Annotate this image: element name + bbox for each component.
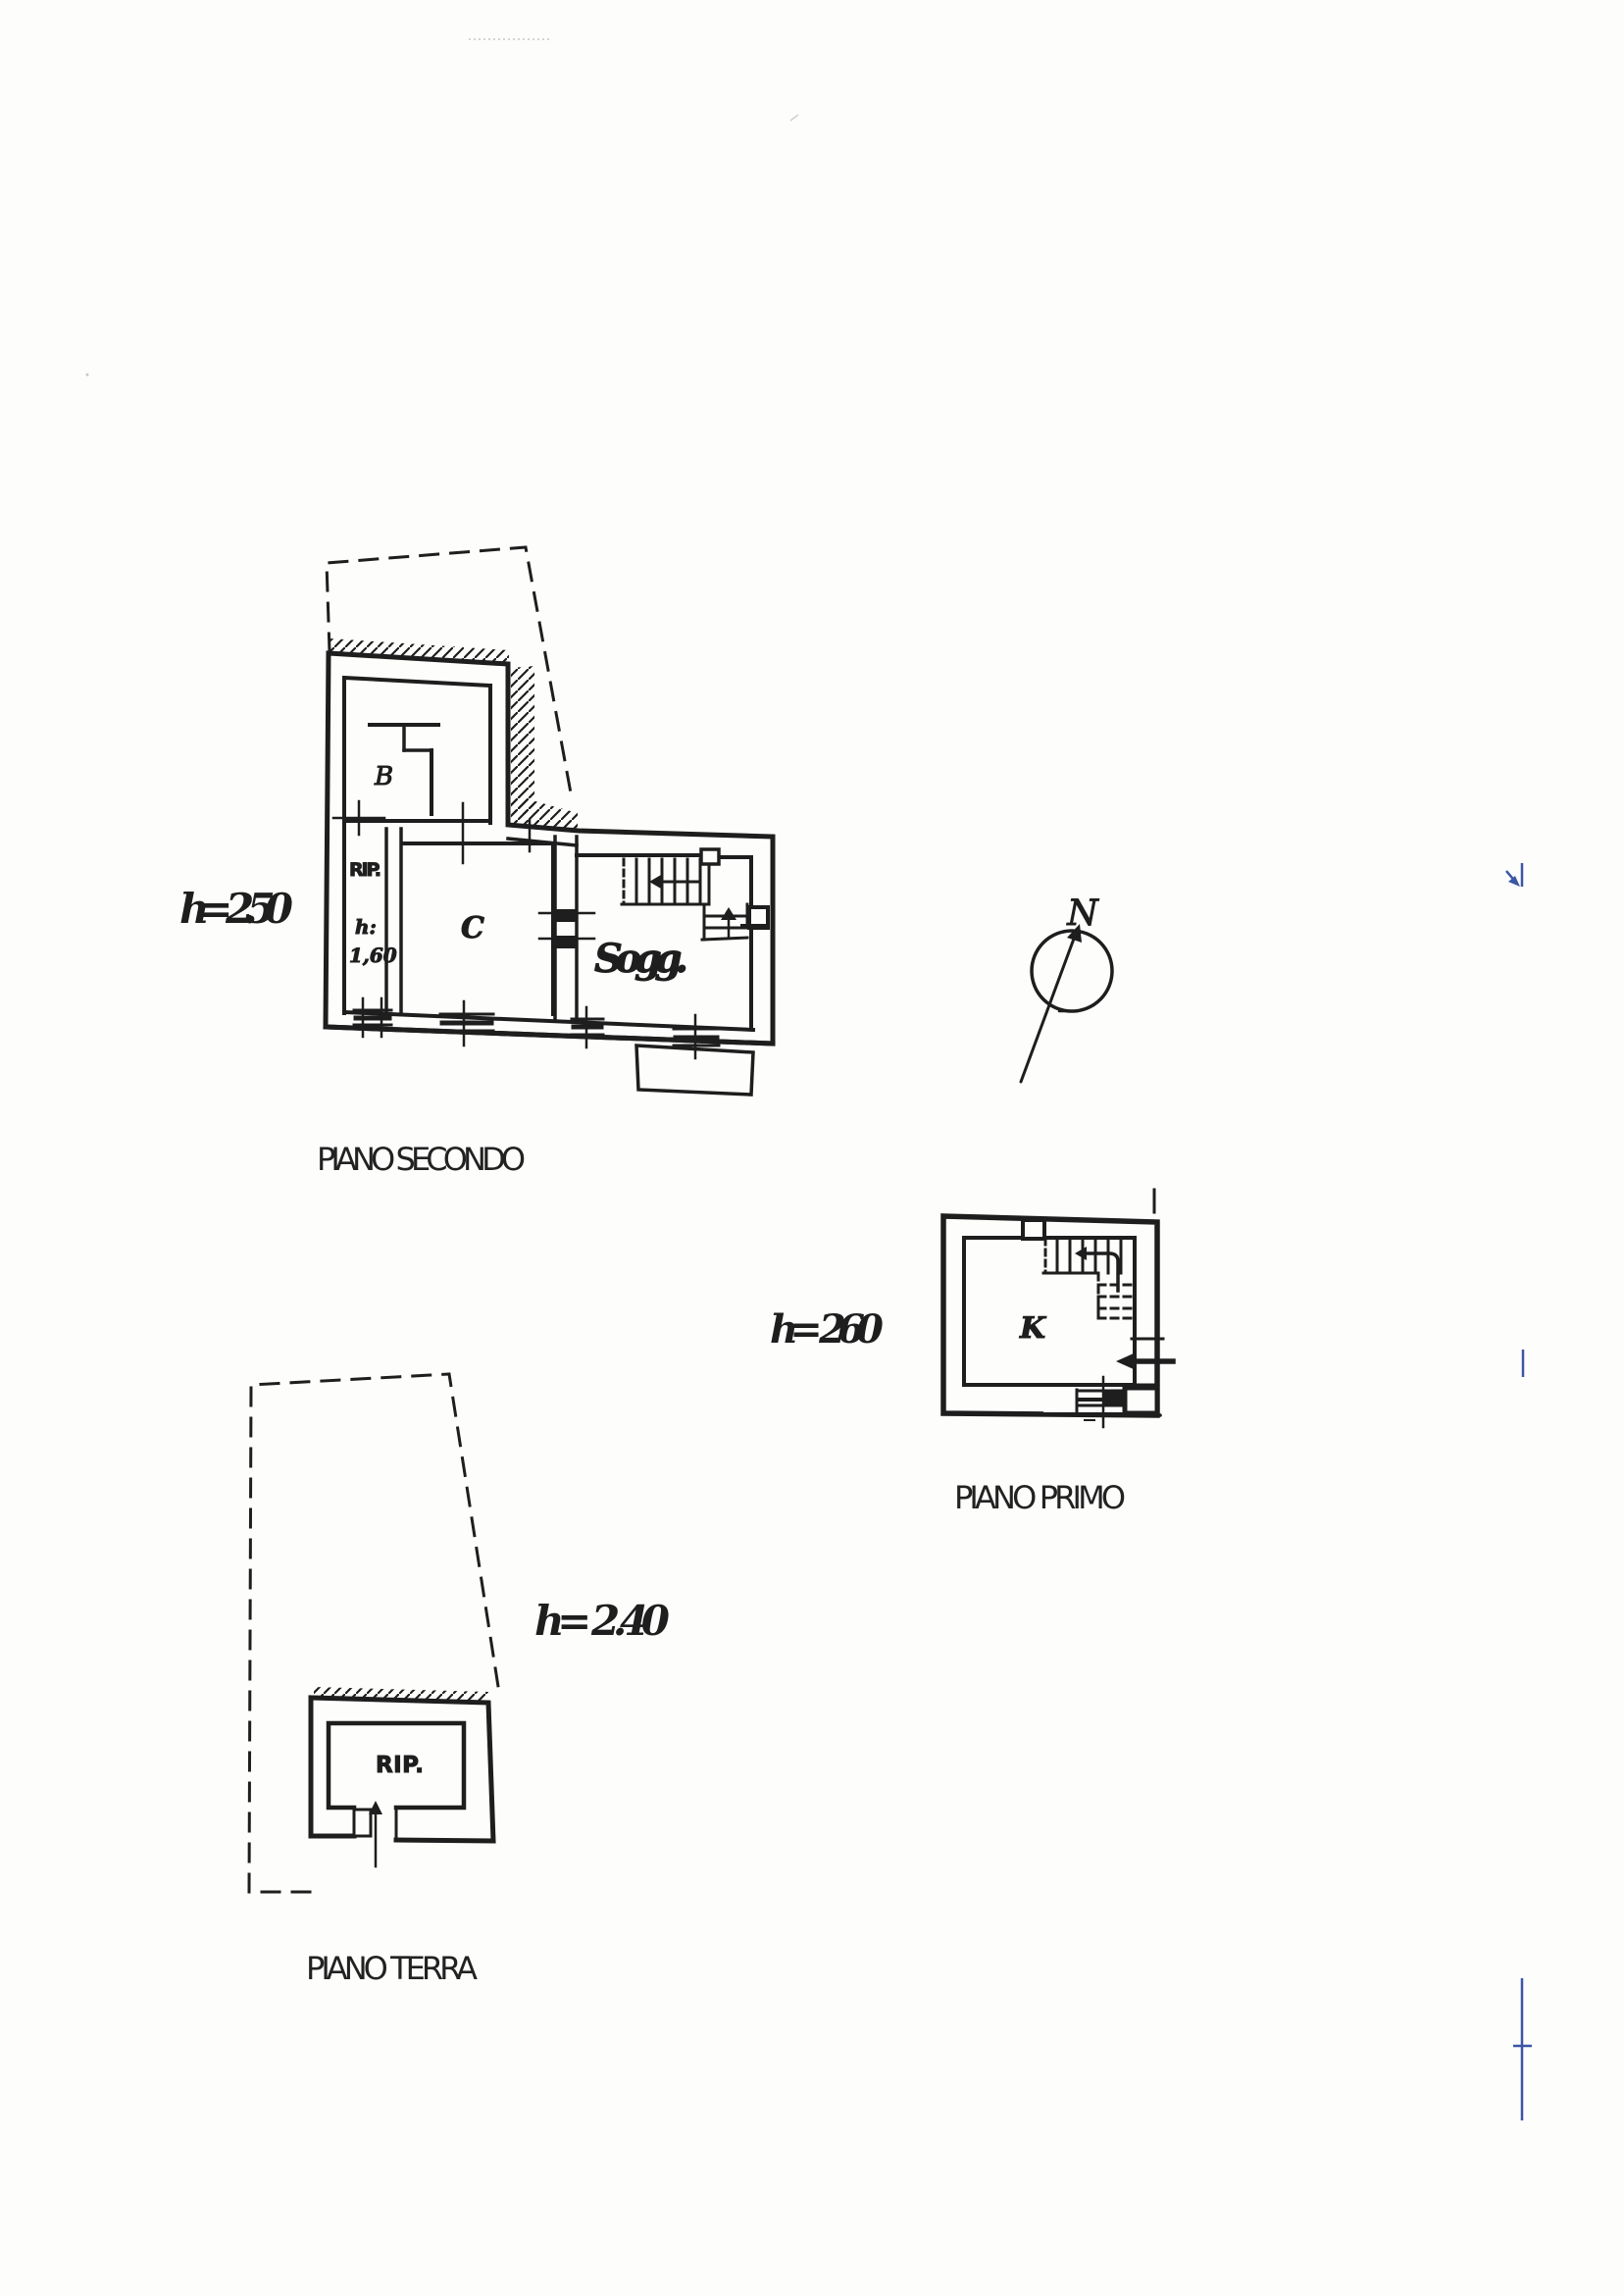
compass-arrowhead xyxy=(1067,924,1082,943)
door-c-sogg xyxy=(537,909,596,948)
openings-secondo xyxy=(331,799,721,1060)
compass-needle xyxy=(1019,929,1079,1084)
blue-pen-marks xyxy=(1505,863,1532,2120)
rip-height-line2: 1,60 xyxy=(349,944,397,967)
stair-direction-arrow xyxy=(1081,1251,1120,1293)
blue-crossmark-bottom xyxy=(1513,1978,1532,2120)
entry-door-primo xyxy=(1116,1337,1176,1387)
window-rip xyxy=(352,996,393,1039)
north-label: N xyxy=(1066,893,1099,934)
blue-arrow-mark xyxy=(1505,863,1524,887)
entry-door-terra xyxy=(352,1801,398,1868)
property-boundary-dashed xyxy=(247,1372,501,1894)
partition-walls xyxy=(384,827,579,1022)
balcony-outline xyxy=(634,1044,755,1097)
floor-title-primo: PIANO PRIMO xyxy=(954,1479,1126,1516)
window-sogg-left xyxy=(570,1005,605,1049)
room-rip-label: RIP. xyxy=(376,1753,424,1778)
scan-artifacts xyxy=(85,38,799,377)
entry-arrow xyxy=(1116,1352,1136,1370)
room-b-label: B xyxy=(374,762,393,791)
door-arrow xyxy=(369,1801,382,1814)
room-b-partition xyxy=(368,723,440,816)
door-rip xyxy=(331,799,386,837)
floor-plan-piano-primo: K xyxy=(940,1188,1176,1429)
floor-title-secondo: PIANO SECONDO xyxy=(317,1141,526,1178)
height-label-secondo: h= 2.50 xyxy=(179,885,293,933)
faint-dot xyxy=(85,373,89,377)
inner-walls xyxy=(341,675,756,1033)
property-boundary-dashed xyxy=(325,545,574,800)
wall-notch xyxy=(1021,1218,1046,1241)
inner-wall xyxy=(326,1720,467,1811)
window-sogg-right xyxy=(672,1013,721,1060)
staircase-secondo xyxy=(620,847,770,942)
corner-block xyxy=(1122,1385,1160,1416)
stair-up-arrow xyxy=(721,907,736,920)
north-compass: N xyxy=(1019,893,1114,1084)
floor-plan-piano-secondo: B RIP. h: 1,60 C Sogg. xyxy=(323,545,776,1097)
faint-speck xyxy=(789,114,799,122)
room-rip-label: RIP. xyxy=(349,859,381,881)
room-c-label: C xyxy=(461,911,484,945)
window-c xyxy=(438,999,495,1047)
floor-title-terra: PIANO TERRA xyxy=(306,1950,478,1987)
height-label-terra: h= 2.40 xyxy=(534,1597,670,1645)
room-sogg-label: Sogg. xyxy=(594,936,688,982)
staircase-primo xyxy=(1041,1237,1136,1320)
outer-wall-bottom xyxy=(323,1024,776,1046)
room-k-label: K xyxy=(1019,1311,1047,1346)
height-label-primo: h= 260 xyxy=(770,1306,884,1352)
wall-hatching xyxy=(330,638,578,830)
outer-wall xyxy=(308,1695,496,1844)
floor-plan-piano-terra: RIP. xyxy=(247,1372,501,1894)
rip-height-line1: h: xyxy=(355,915,377,939)
bottom-opening-primo xyxy=(1043,1375,1162,1429)
